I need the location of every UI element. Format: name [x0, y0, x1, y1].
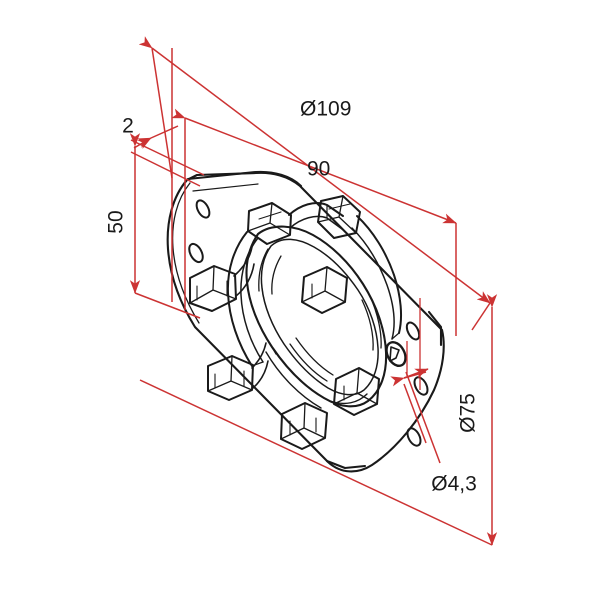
- clip-block-bottom-right: [333, 367, 380, 416]
- mounting-hole-right-lower: [406, 427, 422, 447]
- clip-bridge-top: [288, 202, 344, 230]
- keyhole-slot: [385, 340, 407, 368]
- dimension-dia-4-3: [390, 368, 441, 464]
- dimension-90: [171, 108, 457, 336]
- dimension-label-50: 50: [105, 210, 128, 233]
- dimension-lines: [129, 36, 498, 546]
- part-geometry: [166, 170, 445, 473]
- dimension-label-dia-109: Ø109: [300, 98, 351, 121]
- clip-foot-bottom: [280, 402, 328, 450]
- clip-latch-left: [189, 246, 255, 312]
- clip-block-right-middle: [301, 266, 348, 314]
- central-clip-ring: [189, 195, 403, 450]
- clip-ribs: [258, 248, 382, 382]
- extension-lines: [406, 298, 421, 390]
- backing-plate-outline: [166, 171, 445, 473]
- dimension-dia-75: [139, 294, 498, 546]
- dimension-dia-109: [138, 36, 491, 331]
- dimension-label-2: 2: [122, 115, 134, 138]
- dimension-label-dia-75: Ø75: [457, 393, 480, 433]
- dimension-label-90: 90: [307, 158, 330, 181]
- plate-notch-profile: [325, 310, 443, 470]
- dimension-50: [129, 133, 201, 319]
- clip-arm-left: [226, 231, 264, 367]
- dimension-2: [130, 125, 205, 187]
- clip-latch-bottom-left: [207, 342, 269, 401]
- mounting-hole-left-upper: [195, 199, 211, 219]
- dimension-labels: Ø109 90 2 50 Ø75 Ø4,3: [105, 98, 480, 496]
- mounting-hole-right-upper: [405, 321, 421, 341]
- dimension-label-dia-4-3: Ø4,3: [431, 473, 477, 496]
- mounting-hole-left-lower: [188, 242, 204, 264]
